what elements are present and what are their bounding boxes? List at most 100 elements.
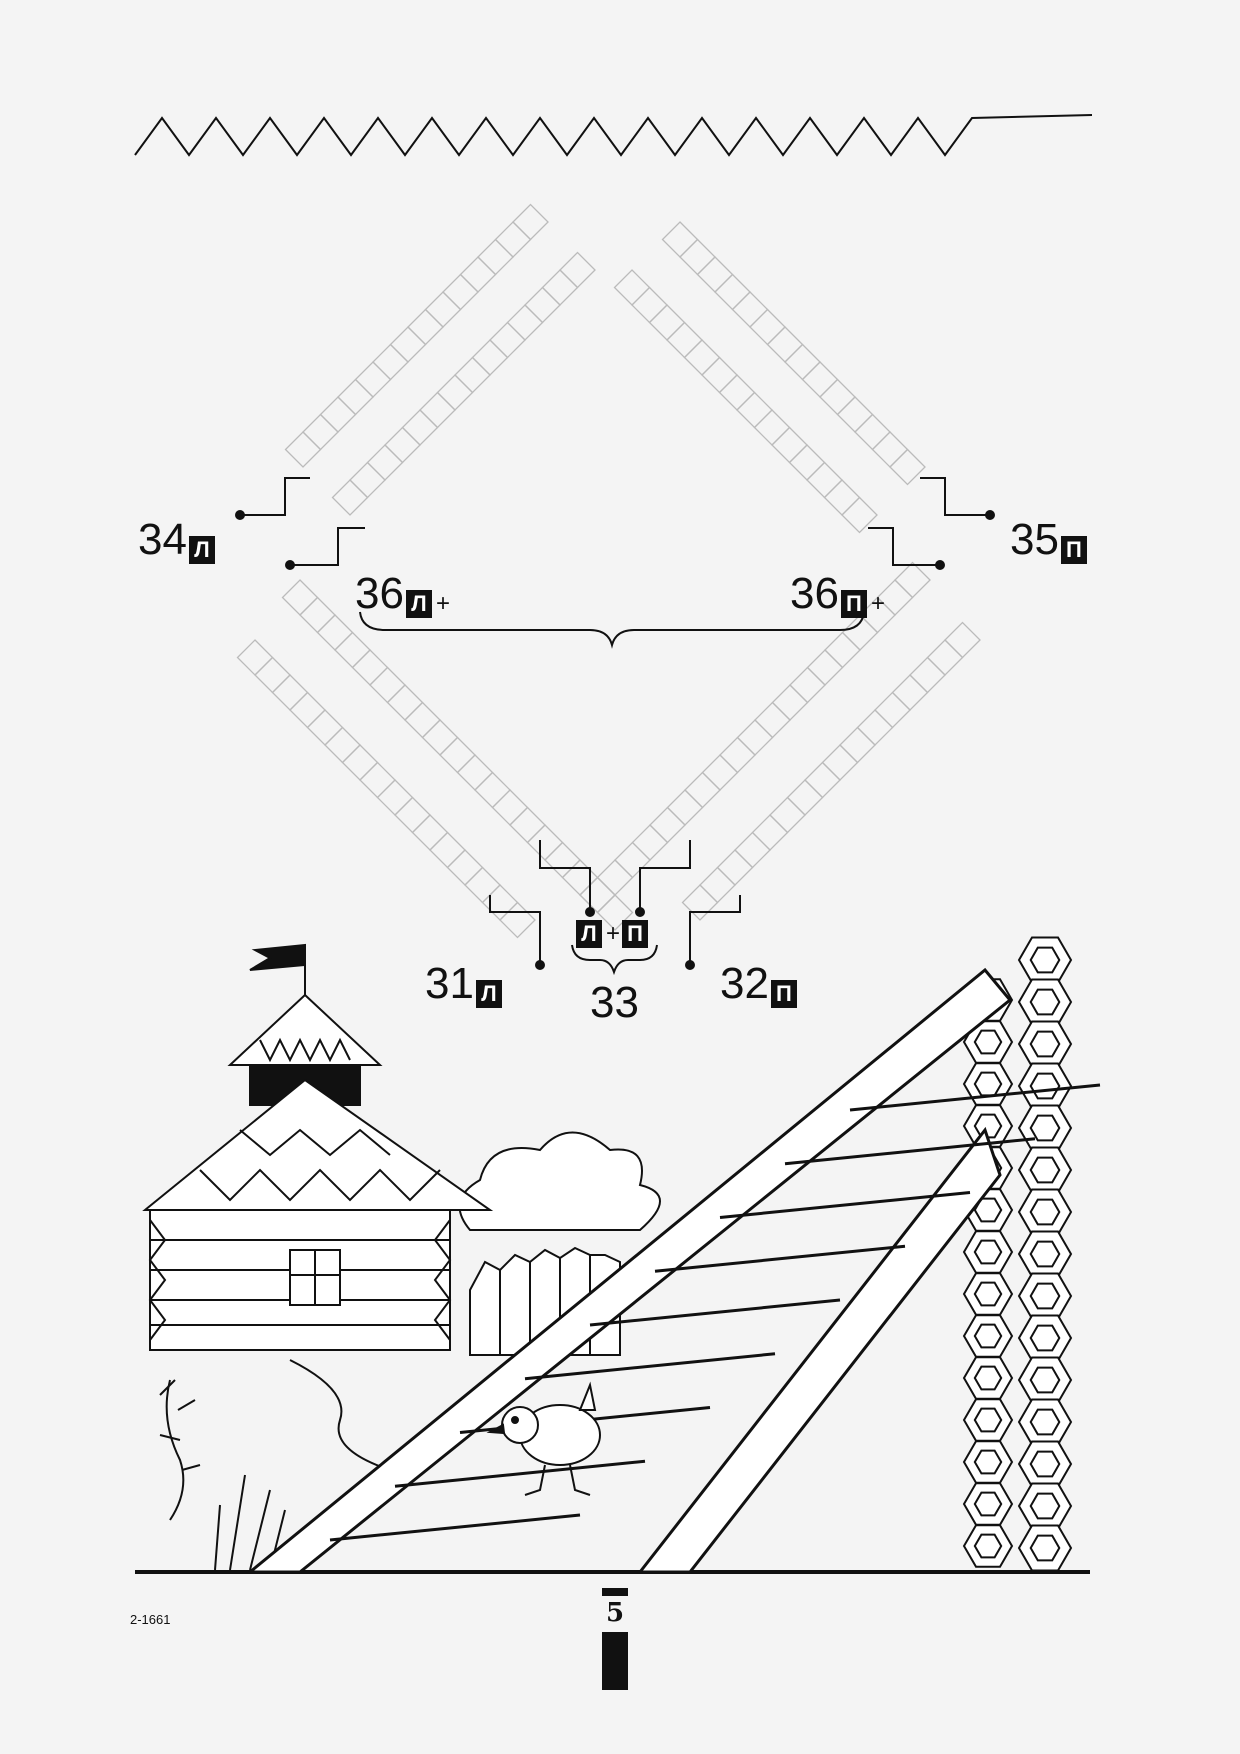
log-ring: [1029, 1072, 1061, 1100]
left-mark-box: Л: [475, 979, 502, 1008]
log-ring: [1029, 1198, 1061, 1226]
label-35-number: 35: [1010, 515, 1059, 564]
plus-sign: +: [435, 589, 450, 617]
log-ring: [973, 1113, 1003, 1139]
left-mark-box: Л: [576, 920, 602, 948]
flag: [249, 943, 306, 971]
connector-dot: [535, 960, 545, 970]
brace-33: [571, 944, 658, 976]
log-wall-illustration: [962, 936, 1073, 1572]
log-ring: [1029, 1324, 1061, 1352]
ladder-rung: [849, 1083, 1101, 1112]
log-ring: [1029, 988, 1061, 1016]
cell: [681, 884, 719, 921]
log-ring: [973, 1533, 1003, 1559]
diamond-grid: [235, 203, 995, 976]
left-mark-box: Л: [188, 535, 215, 564]
ladder-rung: [394, 1459, 646, 1488]
ladder-rung: [524, 1352, 776, 1381]
arrow-connectors: [235, 477, 995, 970]
log-ring: [973, 1071, 1003, 1097]
cell: [284, 431, 322, 468]
connector-dot: [635, 907, 645, 917]
log-ring: [1029, 1156, 1061, 1184]
page-number: 5: [606, 1598, 625, 1628]
right-mark-box: П: [1060, 535, 1087, 564]
connector-dot: [985, 510, 995, 520]
connector-dot: [285, 560, 295, 570]
ladder-rung: [329, 1513, 581, 1542]
page-marker-top: [602, 1588, 628, 1596]
connector-line: [290, 527, 365, 566]
log-ring: [1029, 1366, 1061, 1394]
cell: [579, 876, 616, 914]
chick-illustration: [486, 1381, 601, 1496]
log-ring: [1029, 1408, 1061, 1436]
log-ring: [973, 1197, 1003, 1223]
tower-illustration: [142, 943, 494, 1351]
log-ring: [973, 1491, 1003, 1517]
log-ring: [1029, 1030, 1061, 1058]
log-ring: [1029, 1240, 1061, 1268]
connector-line: [539, 840, 591, 912]
plus-sign: +: [606, 920, 621, 947]
log-ring: [973, 1239, 1003, 1265]
log-ring: [1029, 946, 1061, 974]
log-ring: [1029, 1492, 1061, 1520]
label-31-number: 31: [425, 959, 474, 1008]
log-ring: [973, 1281, 1003, 1307]
log-ring: [1029, 1114, 1061, 1142]
ladder-rung: [654, 1244, 906, 1273]
log-ring: [1029, 1282, 1061, 1310]
cell: [889, 448, 926, 486]
left-mark-box: Л: [405, 589, 432, 618]
connector-line: [240, 477, 310, 516]
cell: [841, 496, 878, 534]
log-ring: [973, 1407, 1003, 1433]
log-ring: [973, 1449, 1003, 1475]
log-ring: [973, 1365, 1003, 1391]
connector-line: [868, 527, 940, 566]
cell: [499, 901, 536, 939]
right-mark-box: П: [770, 979, 797, 1008]
label-33: 33: [590, 978, 639, 1027]
zigzag-border: [134, 114, 1093, 157]
log-ring: [1029, 1534, 1061, 1562]
brace-36: [359, 611, 865, 649]
ladder-rung: [589, 1298, 841, 1327]
ladder-illustration: [245, 967, 1101, 1574]
connector-line: [639, 840, 691, 912]
ladder-rung: [719, 1191, 971, 1219]
connector-dot: [935, 560, 945, 570]
log-ring: [1029, 1450, 1061, 1478]
label-34-number: 34: [138, 515, 187, 564]
connector-dot: [585, 907, 595, 917]
center-combo: Л+П: [574, 920, 649, 948]
label-36-left-number: 36: [355, 569, 404, 618]
cloud-illustration: [458, 1131, 661, 1231]
right-mark-box: П: [840, 589, 867, 618]
connector-line: [489, 895, 541, 965]
connector-line: [689, 895, 741, 965]
cell: [331, 479, 369, 516]
connector-dot: [685, 960, 695, 970]
log-ring: [973, 1323, 1003, 1349]
right-mark-box: П: [622, 920, 649, 948]
plants: [159, 1359, 391, 1571]
log-ring: [973, 1029, 1003, 1055]
connector-dot: [235, 510, 245, 520]
plus-sign: +: [870, 589, 885, 617]
ladder-rung: [784, 1137, 1036, 1166]
connector-line: [920, 477, 990, 516]
print-code: 2-1661: [130, 1612, 171, 1627]
page-marker-bottom: [602, 1632, 628, 1690]
label-36-right-number: 36: [790, 569, 839, 618]
